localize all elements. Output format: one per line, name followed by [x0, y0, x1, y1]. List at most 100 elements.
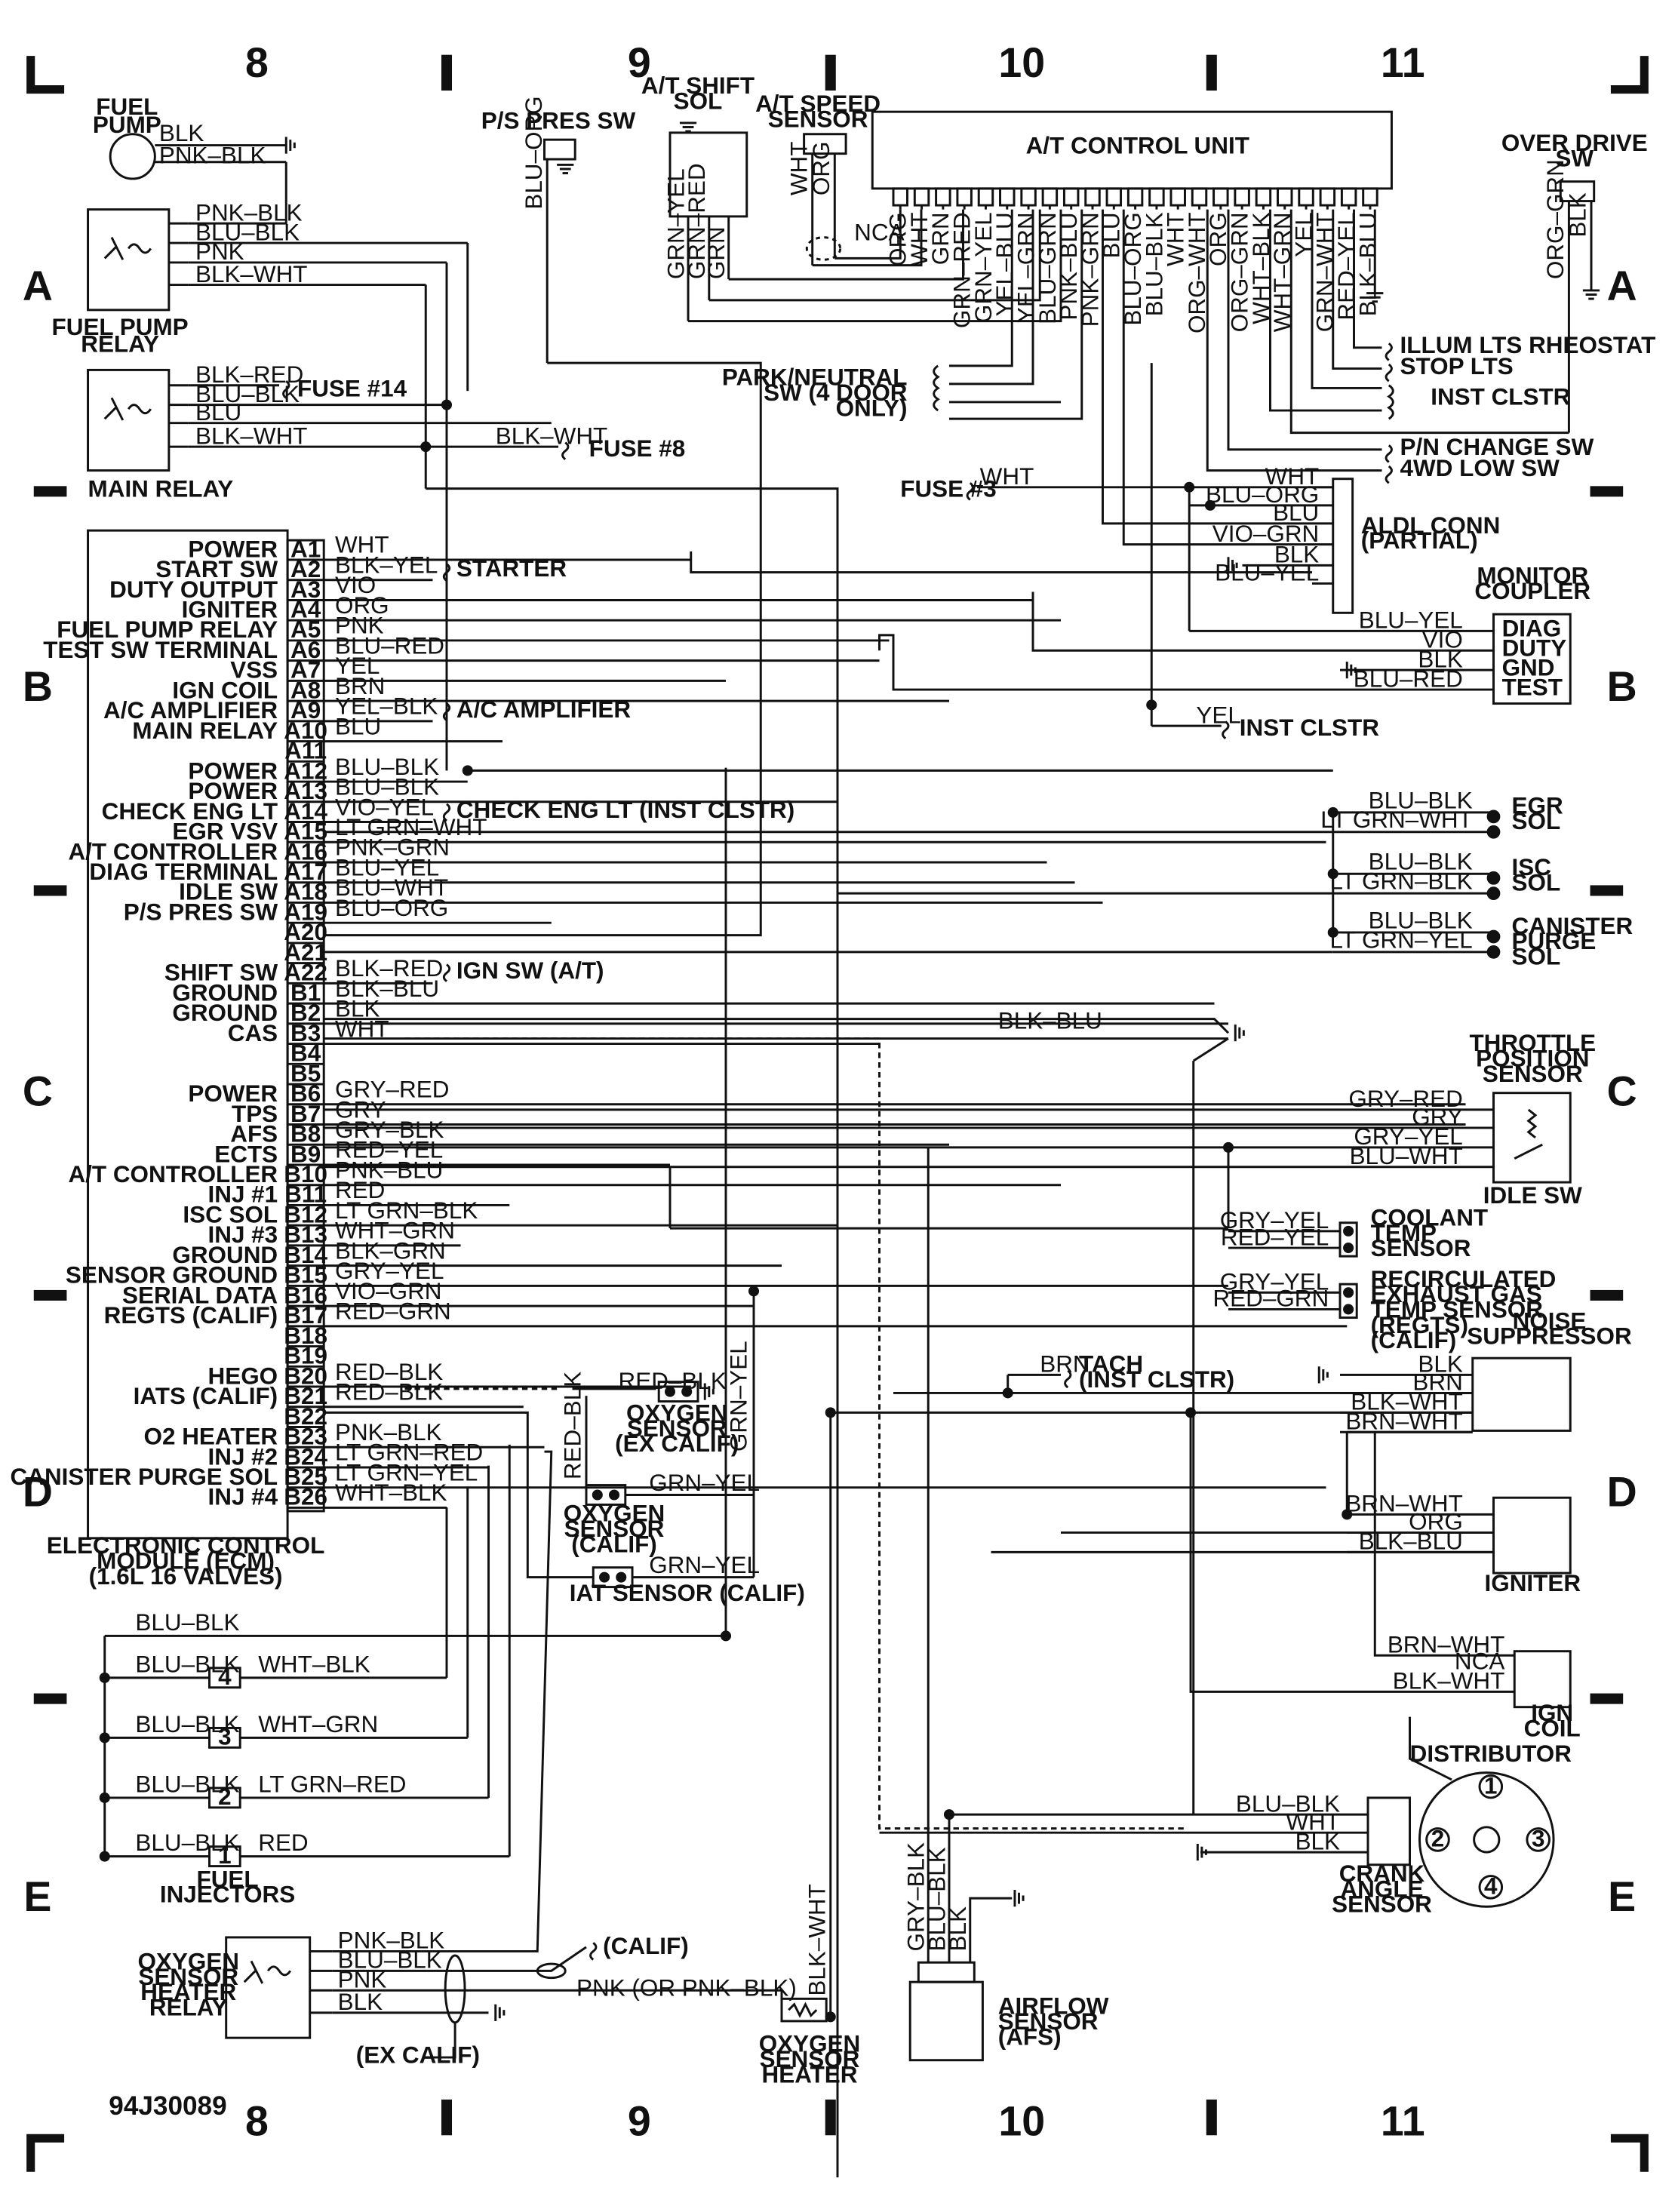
continuation-icon — [1385, 465, 1393, 484]
wire — [949, 209, 1083, 420]
grid-tick — [1206, 2099, 1217, 2136]
wire-color: ORG–GRN — [1542, 159, 1569, 279]
column-number-top: 10 — [998, 39, 1045, 86]
wire-color: ORG — [885, 212, 911, 266]
wire-color: BLU — [1099, 212, 1125, 258]
at-speed-sensor-label: SENSOR — [768, 106, 868, 133]
wire-color: YEL — [1196, 702, 1240, 728]
ecm-pin-function: CHECK ENG LT — [102, 798, 278, 825]
wire-color: NCA — [1455, 1648, 1504, 1675]
at-shift-sol-label: SOL — [674, 88, 723, 114]
wire-color: BLU–BLK — [135, 1771, 239, 1798]
ecm-pin-B13: B13 — [284, 1221, 327, 1248]
oxygen-sensor-heater-relay-label: RELAY — [149, 1995, 228, 2021]
wire-color: BLK — [1274, 542, 1319, 568]
wire-color: GRN–YEL — [649, 1470, 760, 1496]
corner-mark — [26, 2134, 65, 2172]
fuel-injectors-label: FUEL — [197, 1866, 259, 1892]
wire-color: GRN — [703, 226, 730, 279]
wire — [1031, 591, 1494, 652]
ecm-pin-function: O2 HEATER — [144, 1424, 278, 1450]
coolant-temp-sensor-label: TEMP — [1371, 1220, 1437, 1246]
fuel-injector-number: 3 — [218, 1724, 231, 1750]
wire-color: GRN — [927, 212, 954, 265]
ecm-pin-function: SENSOR GROUND — [66, 1262, 278, 1289]
ecm-wire-color: BLU — [335, 713, 381, 739]
monitor-term: DUTY — [1502, 635, 1567, 662]
at-pin — [977, 187, 994, 207]
ecm-pin-function: EGR VSV — [172, 819, 278, 845]
wire — [728, 209, 964, 281]
wire — [324, 1411, 594, 1579]
ecm-wire-color: WHT–BLK — [335, 1479, 447, 1506]
airflow-sensor-box — [908, 1980, 984, 2062]
column-number-bottom: 8 — [245, 2098, 269, 2145]
ecm-pin-A13: A13 — [284, 778, 327, 804]
egr-sol-terminal — [1486, 810, 1501, 824]
ecm-pin-function: INJ #4 — [208, 1484, 278, 1510]
diagram-id: 94J30089 — [109, 2091, 226, 2121]
row-letter-right: B — [1607, 663, 1637, 710]
distributor-number: 2 — [1431, 1826, 1444, 1852]
wire-color: BRN–WHT — [1345, 1491, 1462, 1517]
grid-tick — [825, 54, 836, 91]
ign-coil-label: IGN — [1531, 1700, 1573, 1726]
splice-dot — [1204, 499, 1216, 511]
wire-color: YEL–BLU — [991, 212, 1018, 316]
destination-label: 4WD LOW SW — [1400, 455, 1560, 481]
ecm-pin-A9: A9 — [290, 697, 321, 724]
ecm-wire-color: WHT–GRN — [335, 1218, 455, 1244]
wire-color: VIO–GRN — [1212, 521, 1320, 547]
tps-label: SENSOR — [1483, 1061, 1583, 1087]
ecm-pin-A22: A22 — [284, 960, 327, 986]
aldl-label: ALDL CONN — [1361, 512, 1501, 539]
splice-dot — [1185, 1407, 1197, 1418]
wire-color: GRY–RED — [1348, 1086, 1462, 1112]
aldl-label: (PARTIAL) — [1361, 527, 1478, 554]
crank-angle-sensor-box — [1366, 1796, 1411, 1866]
at-speed-sensor-box — [803, 133, 847, 155]
grid-tick — [1206, 54, 1217, 91]
wire — [1102, 209, 1312, 525]
wire-color: BLU — [195, 399, 241, 426]
ecm-pin-A7: A7 — [290, 657, 321, 684]
wire — [1206, 209, 1382, 472]
ecm-wire-color: RED–BLK — [335, 1359, 443, 1385]
fuel-pump-relay-label: RELAY — [81, 330, 159, 357]
ecm-pin-B5: B5 — [290, 1060, 321, 1086]
wire-color: BLK — [1418, 1351, 1462, 1378]
at-pin — [1191, 187, 1208, 207]
canister-purge-sol-label: SOL — [1512, 943, 1561, 969]
grid-tick — [441, 2099, 453, 2136]
wire-color: BLU–YEL — [1215, 560, 1319, 586]
oxygen-sensor-ex-calif-connector — [657, 1381, 699, 1403]
fuse14-label: FUSE #14 — [297, 376, 407, 402]
wire-color: WHT–GRN — [258, 1711, 378, 1737]
ecm-wire-color: PNK–BLU — [335, 1157, 443, 1183]
wire — [949, 209, 1013, 367]
ecm-title: ELECTRONIC CONTROL — [47, 1532, 325, 1559]
splice-dot — [748, 1286, 760, 1297]
oxygen-sensor-ex-calif-label: OXYGEN — [626, 1399, 728, 1426]
ecm-pin-function: TPS — [232, 1101, 278, 1127]
wire-color: BLK–BLU — [1354, 212, 1381, 316]
row-letter-left: B — [23, 663, 53, 710]
park-neutral-sw-label: PARK/NEUTRAL — [722, 364, 908, 391]
ecm-pin-B18: B18 — [284, 1323, 327, 1349]
wire — [1332, 209, 1382, 370]
wire-color: BLU–BLK — [338, 1947, 442, 1974]
column-number-bottom: 10 — [998, 2098, 1045, 2145]
ecm-pin-B23: B23 — [284, 1424, 327, 1450]
ecm-pin-A16: A16 — [284, 838, 327, 865]
ecm-wire-color: PNK–BLK — [335, 1419, 442, 1445]
wire-color: VIO — [1422, 627, 1463, 653]
wire-color: BLK–WHT — [195, 261, 307, 287]
at-pin — [1340, 187, 1357, 207]
over-drive-sw-label: OVER DRIVE — [1501, 130, 1648, 156]
wire-color: BLU–BLK — [1236, 1790, 1340, 1817]
oxygen-sensor-heater-relay-label: SENSOR — [138, 1964, 238, 1990]
wire-color: RED — [258, 1830, 308, 1856]
pin — [592, 1489, 603, 1501]
splice-dot — [1222, 1141, 1234, 1153]
wire-color: WHT — [980, 463, 1034, 490]
